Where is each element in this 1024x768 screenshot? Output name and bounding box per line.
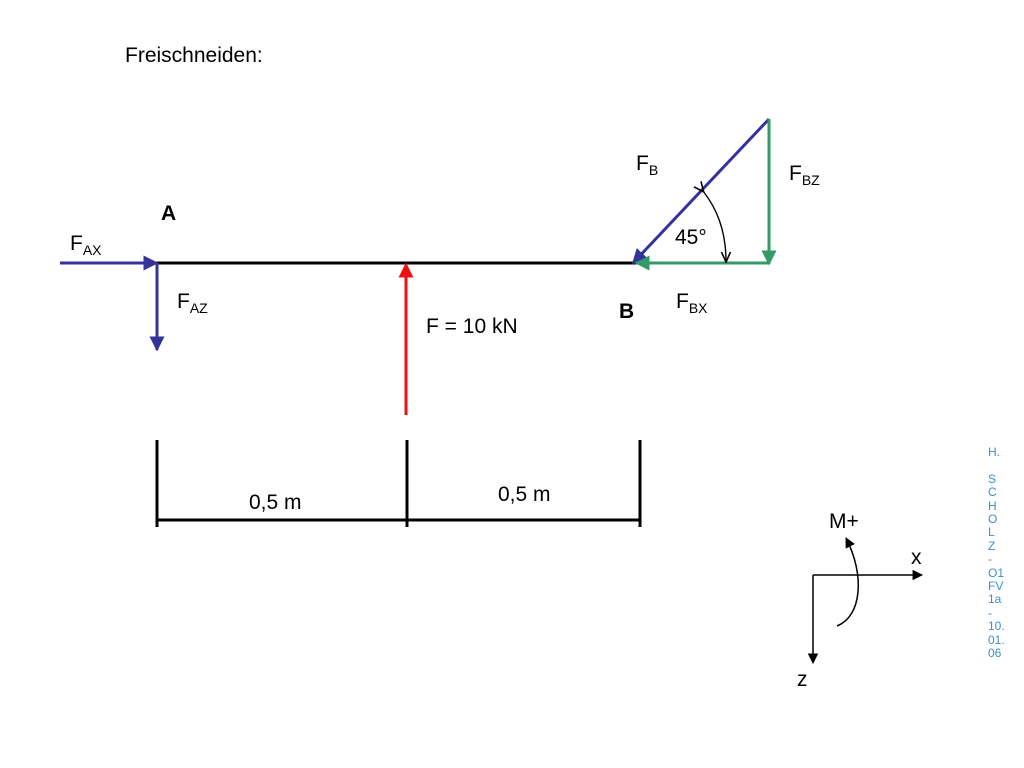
force-faz-label: FAZ — [177, 290, 208, 316]
z-axis-label: z — [797, 668, 808, 691]
force-fbz-label: FBZ — [789, 162, 820, 188]
side-label-line: O — [988, 512, 998, 527]
moment-arrow — [836, 537, 860, 627]
side-label-line: Z — [988, 538, 996, 553]
angle-label: 45° — [675, 226, 707, 249]
force-fb-label: FB — [636, 152, 658, 178]
side-label-line: FV — [988, 579, 1004, 594]
side-label-line: - — [988, 552, 992, 567]
force-fbx-label: FBX — [676, 290, 708, 316]
point-b-label: B — [619, 300, 634, 323]
moment-label: M+ — [829, 510, 859, 533]
side-label-line: 1a — [988, 592, 1002, 607]
side-label-line: - — [988, 605, 992, 620]
side-label-line: H — [988, 498, 997, 513]
side-label-line: L — [988, 525, 995, 540]
angle-arc — [703, 191, 726, 261]
side-label-line: S — [988, 471, 997, 486]
side-label-line: 01. — [988, 632, 1005, 647]
force-fax-label: FAX — [70, 232, 102, 258]
side-label-line: O1 — [988, 565, 1005, 580]
side-label-line: 10. — [988, 619, 1005, 634]
side-label-line: 06 — [988, 646, 1002, 661]
point-a-label: A — [161, 202, 176, 225]
dimension-right-label: 0,5 m — [498, 483, 551, 506]
dimension-left-label: 0,5 m — [249, 491, 302, 514]
title: Freischneiden: — [125, 44, 263, 67]
side-label-line — [988, 459, 1018, 472]
force-f-label: F = 10 kN — [426, 315, 518, 338]
side-label-line: H. — [988, 445, 1000, 459]
x-axis-label: x — [911, 546, 922, 569]
side-label-line: C — [988, 485, 997, 500]
